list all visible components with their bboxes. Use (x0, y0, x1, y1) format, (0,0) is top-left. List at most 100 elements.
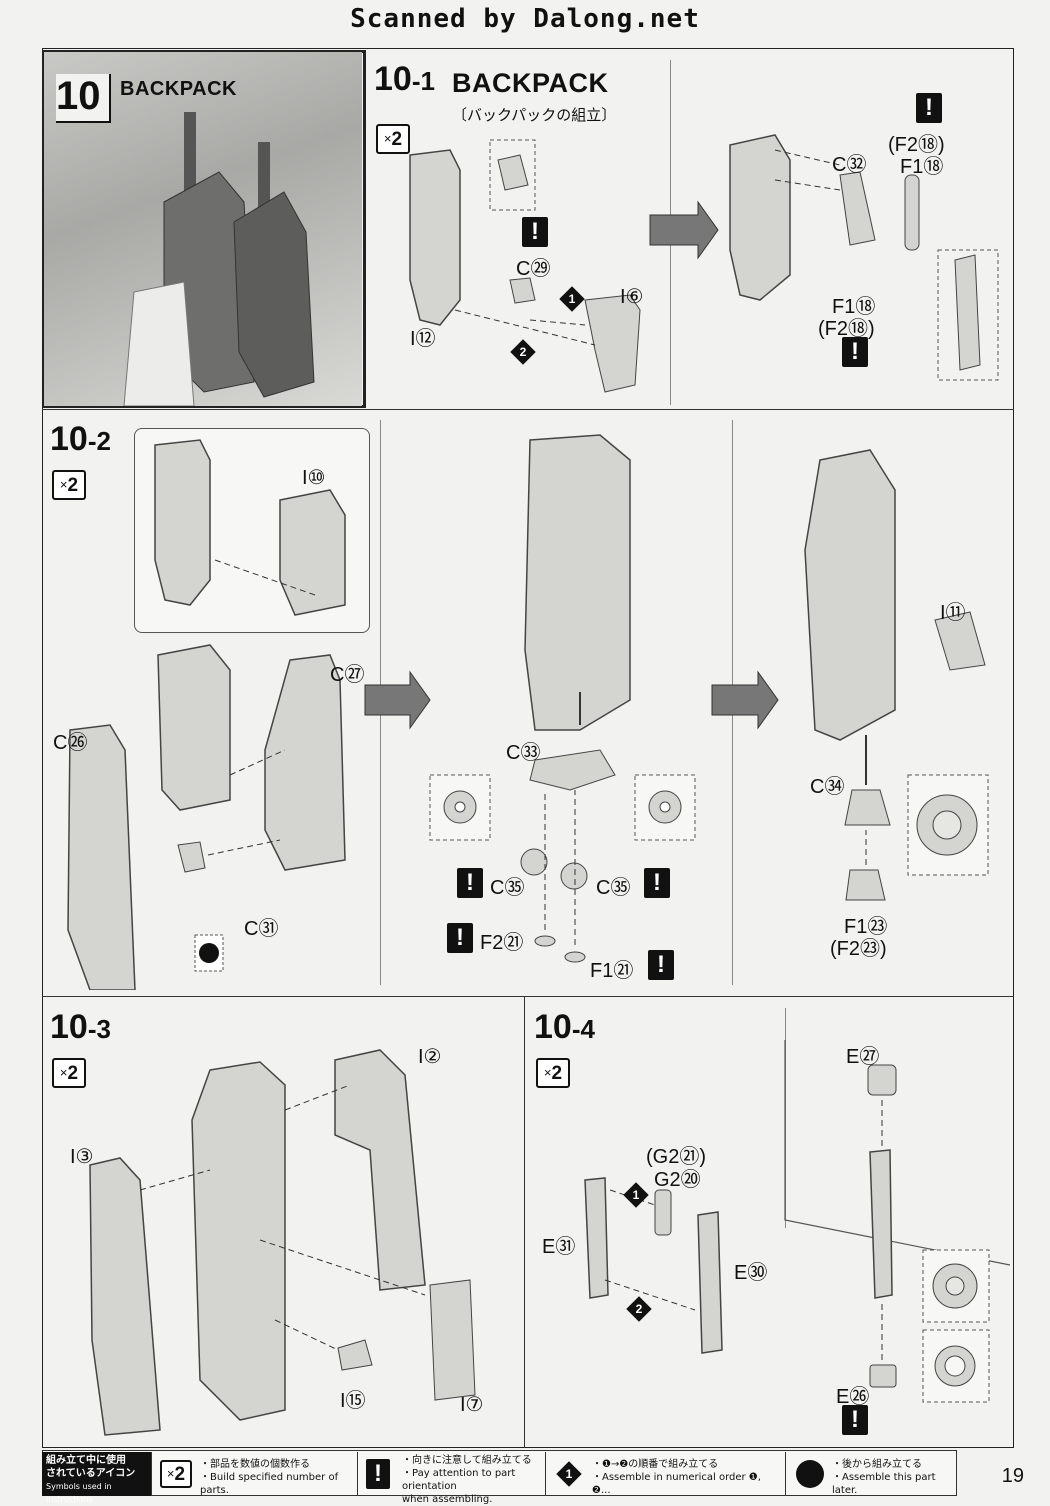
divider-row-1 (42, 409, 1014, 410)
part-label-I6: I⑥ (620, 286, 644, 308)
part-label-C27: C㉗ (330, 664, 365, 686)
footer-later: ・後から組み立てる ・Assemble this part later. (786, 1452, 957, 1496)
step-10-4-minor: -4 (571, 1014, 595, 1044)
step-10-1-subtitle: 〔バックパックの組立〕 (452, 106, 617, 124)
order-2-icon-10-4: 2 (626, 1296, 652, 1322)
step-10-1-multiplier: ×2 (376, 124, 410, 154)
footer-heading-jp-1: 組み立て中に使用 (46, 1455, 126, 1466)
footer-warn: ! ・向きに注意して組み立てる ・Pay attention to part o… (358, 1452, 546, 1505)
part-label-F1-21: F1㉑ (590, 960, 634, 982)
step-10-title: BACKPACK (120, 78, 237, 100)
divider-row-2 (42, 996, 1014, 997)
footer-x2-en: ・Build specified number of parts. (200, 1472, 339, 1496)
warn-icon-c35-right: ! (644, 868, 670, 898)
part-label-I15: I⑮ (340, 1390, 366, 1412)
order-1-icon: 1 (559, 286, 585, 312)
footer-heading: 組み立て中に使用 されているアイコン Symbols used in instr… (42, 1452, 152, 1504)
main-frame (42, 48, 1014, 1448)
part-label-I11: I⑪ (940, 602, 966, 624)
step-10-3-number: 10-3 (50, 1008, 111, 1047)
warn-icon-e26: ! (842, 1405, 868, 1435)
part-label-I12: I⑫ (410, 328, 436, 350)
footer-order-jp: ・❶→❷の順番で組み立てる (592, 1459, 719, 1470)
backpack-photo-drawing (123, 112, 315, 407)
part-label-C31: C㉛ (244, 918, 279, 940)
footer-order-icon: 1 (556, 1461, 582, 1487)
part-label-I10: I⑩ (302, 467, 326, 489)
step-10-2-drawing (67, 434, 989, 990)
footer-x2-jp: ・部品を数値の個数作る (200, 1459, 310, 1470)
part-label-E26: E㉖ (836, 1386, 870, 1408)
part-label-E30: E㉚ (734, 1262, 768, 1284)
footer-warn-en-1: ・Pay attention to part orientation (402, 1468, 516, 1492)
later-icon (796, 1460, 824, 1488)
step-10-1-drawing (409, 134, 999, 393)
part-label-C32: C㉜ (832, 154, 867, 176)
footer-warn-jp: ・向きに注意して組み立てる (402, 1455, 532, 1466)
part-label-F2-23: (F2㉓) (830, 938, 887, 960)
warn-icon-c35-left: ! (457, 868, 483, 898)
warn-icon-f2-21: ! (447, 923, 473, 953)
part-label-F1-18-top: F1⑱ (900, 156, 944, 178)
part-label-E31: E㉛ (542, 1236, 576, 1258)
footer-later-jp: ・後から組み立てる (832, 1459, 922, 1470)
part-label-I7: I⑦ (460, 1394, 484, 1416)
footer-x2: ×2 ・部品を数値の個数作る ・Build specified number o… (152, 1452, 358, 1496)
step-10-3-multiplier: ×2 (52, 1058, 86, 1088)
multiplier-value: 2 (551, 1063, 563, 1084)
part-label-C34: C㉞ (810, 776, 845, 798)
part-label-F2-21: F2㉑ (480, 932, 524, 954)
order-1-icon-10-4: 1 (623, 1182, 649, 1208)
part-label-I2: I② (418, 1046, 442, 1068)
part-label-C33: C㉝ (506, 742, 541, 764)
footer-order: 1 ・❶→❷の順番で組み立てる ・Assemble in numerical o… (546, 1452, 786, 1496)
part-label-F1-23: F1㉓ (844, 916, 888, 938)
part-label-C26: C㉖ (53, 732, 88, 754)
part-label-C29: C㉙ (516, 258, 551, 280)
part-label-G2-21: (G2㉑) (646, 1146, 706, 1168)
watermark-text: Scanned by Dalong.net (350, 4, 700, 34)
multiplier-value: 2 (391, 129, 403, 150)
part-label-E27: E㉗ (846, 1046, 880, 1068)
step-10-4-multiplier: ×2 (536, 1058, 570, 1088)
step-10-4-number: 10-4 (534, 1008, 595, 1047)
step-10-1-number: 10-1 (374, 60, 435, 99)
footer-warn-icon: ! (366, 1459, 390, 1489)
step-10-4-major: 10 (534, 1008, 572, 1046)
footer-warn-en-2: when assembling. (402, 1494, 493, 1505)
page-number: 19 (1001, 1465, 1024, 1487)
divider-10-3-4 (524, 996, 525, 1448)
footer-heading-en: Symbols used in instructions (46, 1482, 112, 1504)
step-10-2-minor: -2 (87, 426, 111, 456)
step-10-frame (42, 50, 366, 408)
footer-heading-jp-2: されているアイコン (46, 1468, 136, 1479)
part-label-F1-18-bottom: F1⑱ (832, 296, 876, 318)
warn-icon-c29: ! (522, 217, 548, 247)
part-label-C35-right: C㉟ (596, 877, 631, 899)
step-10-2-multiplier: ×2 (52, 470, 86, 500)
footer-order-en: ・Assemble in numerical order ❶, ❷... (592, 1472, 761, 1496)
footer-x2-icon: ×2 (160, 1460, 192, 1488)
warn-icon-f2-18-top: ! (916, 93, 942, 123)
step-10-1-title: BACKPACK (452, 68, 609, 98)
order-2-icon: 2 (510, 339, 536, 365)
step-10-2-number: 10-2 (50, 420, 111, 459)
multiplier-value: 2 (67, 475, 79, 496)
step-10-1-minor: -1 (411, 66, 435, 96)
part-label-F2-18-top: (F2⑱) (888, 134, 945, 156)
step-10-4-drawing (584, 1040, 1011, 1403)
part-label-I3: I③ (70, 1146, 94, 1168)
footer-later-en: ・Assemble this part later. (832, 1472, 936, 1496)
multiplier-value: 2 (67, 1063, 79, 1084)
part-label-F2-18-bottom: (F2⑱) (818, 318, 875, 340)
step-10-3-minor: -3 (87, 1014, 111, 1044)
step-10-3-major: 10 (50, 1008, 88, 1046)
step-10-2-major: 10 (50, 420, 88, 458)
warn-icon-f2-18-bottom: ! (842, 337, 868, 367)
warn-icon-f1-21: ! (648, 950, 674, 980)
part-label-G2-20: G2⑳ (654, 1169, 701, 1191)
step-10-1-major: 10 (374, 60, 412, 98)
part-label-C35-left: C㉟ (490, 877, 525, 899)
step-10-number: 10 (56, 74, 111, 123)
step-10-3-drawing (89, 1049, 476, 1436)
